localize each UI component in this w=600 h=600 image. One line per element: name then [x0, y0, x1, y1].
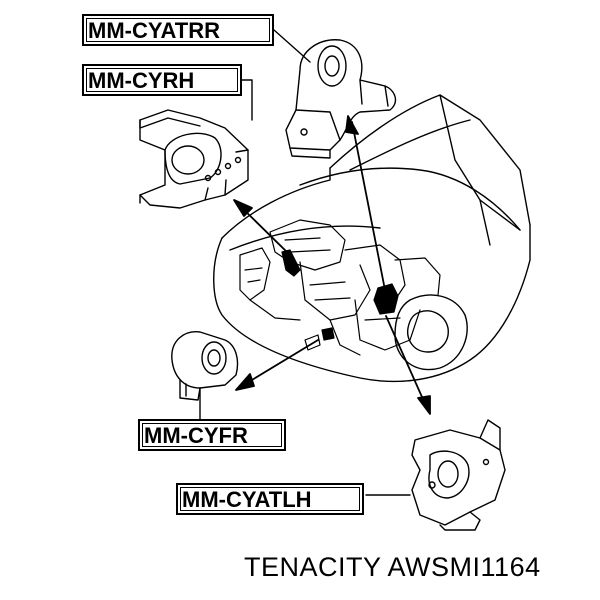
label-front-mount: MM-CYFR	[138, 419, 286, 451]
right-mount-part	[139, 109, 249, 209]
label-right-mount: MM-CYRH	[82, 64, 242, 96]
rear-mount-part	[285, 39, 397, 159]
car-body-outline	[213, 94, 531, 383]
brand-name: TENACITY	[244, 552, 382, 582]
engine-bay-detail	[239, 219, 441, 356]
label-rear-mount: MM-CYATRR	[82, 14, 274, 46]
front-mount-part	[171, 331, 239, 421]
label-left-mount: MM-CYATLH	[176, 483, 364, 515]
part-number: AWSMI1164	[387, 552, 541, 582]
arrows	[233, 115, 431, 415]
footer-caption: TENACITY AWSMI1164	[244, 552, 541, 583]
left-mount-part	[365, 419, 506, 531]
